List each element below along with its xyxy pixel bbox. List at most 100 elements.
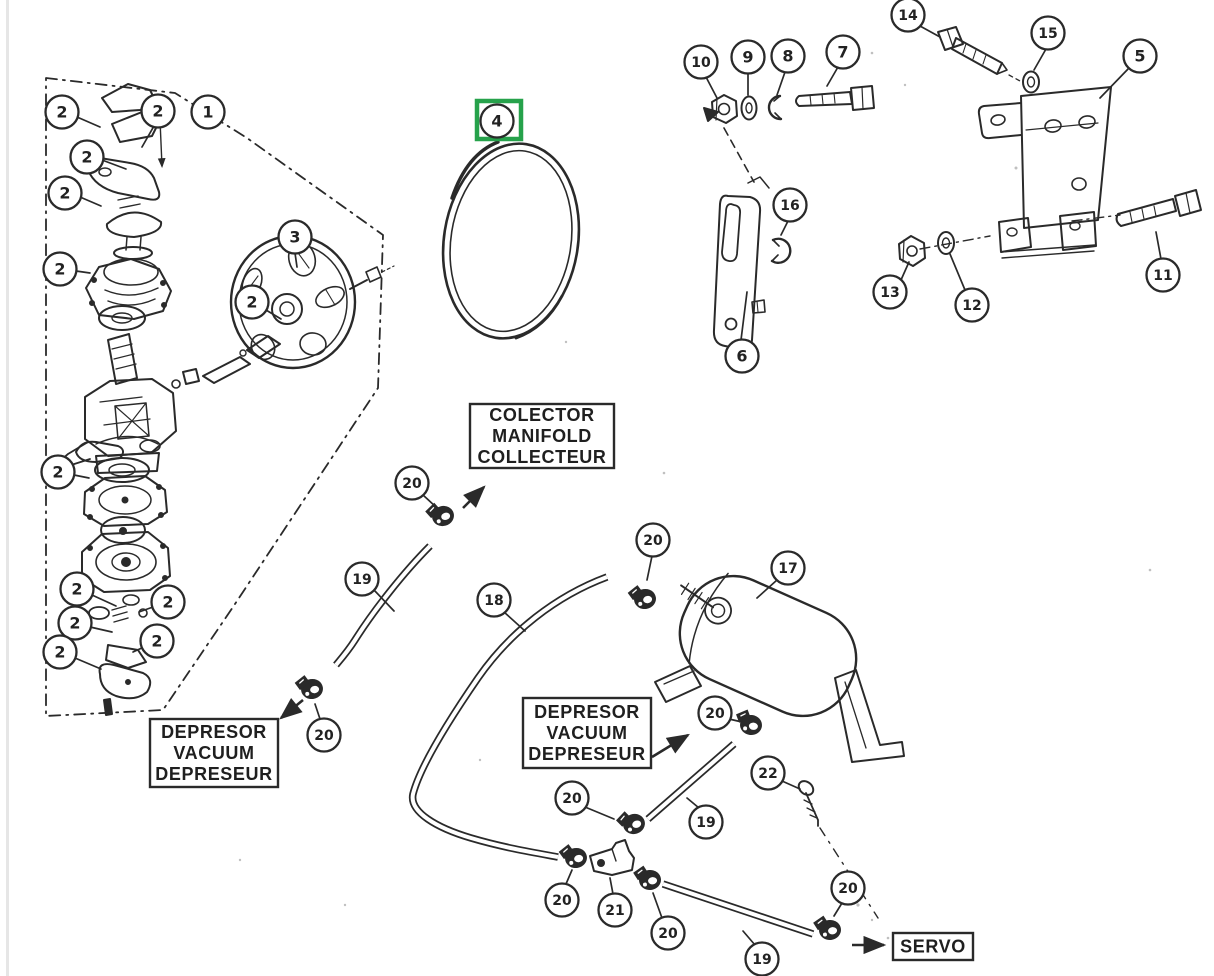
callout-circle[interactable]: [688, 804, 724, 840]
callout-circle[interactable]: [697, 695, 733, 731]
callout-6[interactable]: 6: [724, 338, 760, 374]
callout-11[interactable]: 11: [1145, 257, 1181, 293]
callout-2[interactable]: 2: [139, 623, 175, 659]
hose-clamp: [613, 805, 649, 840]
callout-circle[interactable]: [139, 623, 175, 659]
callout-8[interactable]: 8: [770, 38, 806, 74]
callout-circle[interactable]: [42, 634, 78, 670]
callout-circle[interactable]: [1030, 15, 1066, 51]
label-text-line: DEPRESOR: [534, 702, 640, 722]
callout-number: 20: [643, 533, 663, 549]
callout-circle[interactable]: [44, 94, 80, 130]
callout-15[interactable]: 15: [1030, 15, 1066, 51]
flow-arrows: [279, 485, 887, 955]
callout-3[interactable]: 3: [277, 219, 313, 255]
callout-circle[interactable]: [476, 582, 512, 618]
callout-17[interactable]: 17: [770, 550, 806, 586]
callout-circle[interactable]: [394, 465, 430, 501]
callout-circle[interactable]: [954, 287, 990, 323]
callout-7[interactable]: 7: [825, 34, 861, 70]
callout-circle[interactable]: [344, 561, 380, 597]
callout-circle[interactable]: [830, 870, 866, 906]
callout-20[interactable]: 20: [650, 915, 686, 951]
callout-number: 2: [246, 293, 257, 312]
callout-circle[interactable]: [306, 717, 342, 753]
callout-20[interactable]: 20: [554, 780, 590, 816]
callout-circle[interactable]: [650, 915, 686, 951]
callout-circle[interactable]: [635, 522, 671, 558]
callout-circle[interactable]: [234, 284, 270, 320]
callout-circle[interactable]: [140, 93, 176, 129]
callout-circle[interactable]: [40, 454, 76, 490]
callout-10[interactable]: 10: [683, 44, 719, 80]
callout-circle[interactable]: [69, 139, 105, 175]
callout-circle[interactable]: [683, 44, 719, 80]
callout-2[interactable]: 2: [40, 454, 76, 490]
label-text-line: MANIFOLD: [492, 426, 592, 446]
callout-14[interactable]: 14: [890, 0, 926, 33]
callout-18[interactable]: 18: [476, 582, 512, 618]
callout-2[interactable]: 2: [57, 605, 93, 641]
label-box: [148, 717, 280, 789]
callout-circle[interactable]: [724, 338, 760, 374]
hose-clamp: [625, 581, 659, 613]
callout-12[interactable]: 12: [954, 287, 990, 323]
leader-line: [826, 66, 839, 87]
callout-19[interactable]: 19: [688, 804, 724, 840]
callout-circle[interactable]: [190, 94, 226, 130]
flow-arrow: [279, 697, 304, 720]
callout-number: 1: [202, 103, 213, 122]
callout-20[interactable]: 20: [830, 870, 866, 906]
callout-9[interactable]: 9: [730, 39, 766, 75]
callout-circle[interactable]: [890, 0, 926, 33]
leader-line: [373, 589, 395, 612]
callout-2[interactable]: 2: [44, 94, 80, 130]
callout-20[interactable]: 20: [635, 522, 671, 558]
callout-2[interactable]: 2: [47, 175, 83, 211]
callout-circle[interactable]: [57, 605, 93, 641]
callout-2[interactable]: 2: [150, 584, 186, 620]
callout-circle[interactable]: [597, 892, 633, 928]
callout-circle[interactable]: [872, 274, 908, 310]
callout-1[interactable]: 1: [190, 94, 226, 130]
callout-circle[interactable]: [150, 584, 186, 620]
callout-16[interactable]: 16: [772, 187, 808, 223]
callout-circle[interactable]: [770, 38, 806, 74]
callout-5[interactable]: 5: [1122, 38, 1158, 74]
callout-21[interactable]: 21: [597, 892, 633, 928]
callout-circle[interactable]: [825, 34, 861, 70]
leader-line: [1155, 231, 1162, 260]
leader-line: [740, 291, 748, 341]
callout-20[interactable]: 20: [544, 882, 580, 918]
callout-circle[interactable]: [770, 550, 806, 586]
callout-2[interactable]: 2: [42, 634, 78, 670]
callout-19[interactable]: 19: [344, 561, 380, 597]
callout-2[interactable]: 2: [140, 93, 176, 129]
callout-circle[interactable]: [479, 103, 515, 139]
callout-circle[interactable]: [277, 219, 313, 255]
callout-4[interactable]: 4: [479, 103, 515, 139]
callout-20[interactable]: 20: [697, 695, 733, 731]
callout-2[interactable]: 2: [234, 284, 270, 320]
callout-circle[interactable]: [772, 187, 808, 223]
callout-20[interactable]: 20: [394, 465, 430, 501]
callout-19[interactable]: 19: [744, 941, 780, 976]
leader-line: [1033, 48, 1047, 71]
leader-line: [756, 579, 778, 599]
callout-circle[interactable]: [1145, 257, 1181, 293]
callout-circle[interactable]: [1122, 38, 1158, 74]
callout-circle[interactable]: [42, 251, 78, 287]
callout-circle[interactable]: [730, 39, 766, 75]
leader-line: [89, 626, 113, 633]
callout-circle[interactable]: [750, 755, 786, 791]
callout-2[interactable]: 2: [59, 571, 95, 607]
callout-22[interactable]: 22: [750, 755, 786, 791]
callout-20[interactable]: 20: [306, 717, 342, 753]
leader-line: [584, 806, 615, 820]
callout-circle[interactable]: [544, 882, 580, 918]
callout-13[interactable]: 13: [872, 274, 908, 310]
callout-2[interactable]: 2: [69, 139, 105, 175]
callout-circle[interactable]: [554, 780, 590, 816]
callout-2[interactable]: 2: [42, 251, 78, 287]
callout-circle[interactable]: [47, 175, 83, 211]
